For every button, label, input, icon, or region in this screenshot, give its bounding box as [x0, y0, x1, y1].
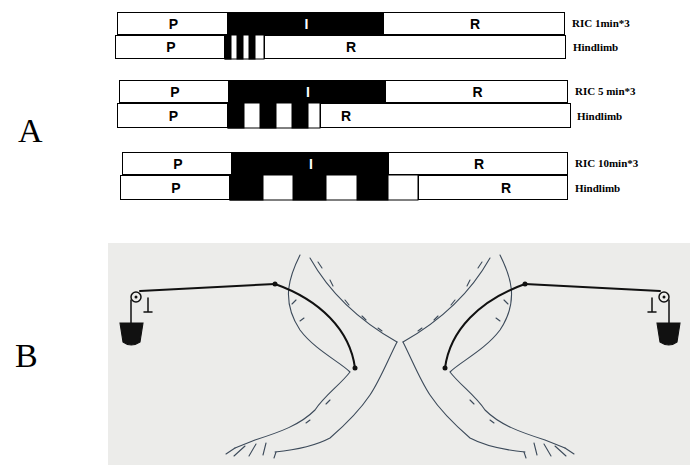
- phase-letter: I: [309, 157, 313, 171]
- phase-segment: P: [120, 175, 230, 200]
- phase-segment: R: [418, 175, 568, 200]
- phase-letter: R: [472, 85, 482, 99]
- phase-letter: R: [341, 109, 351, 123]
- phase-letter: P: [173, 157, 182, 171]
- weight: [120, 323, 143, 345]
- stripe-frame: [228, 103, 320, 128]
- phase-segment: R: [385, 80, 568, 103]
- hindlimb-sketch: [120, 255, 397, 458]
- phase-letter: I: [306, 85, 310, 99]
- occlusion-stripe: [228, 103, 244, 128]
- occlusion-stripe: [260, 103, 276, 128]
- row-label: Hindlimb: [577, 111, 622, 122]
- phase-letter: R: [474, 157, 484, 171]
- row-label: RIC 5 min*3: [575, 86, 636, 97]
- phase-segment: P: [119, 80, 229, 103]
- phase-segment: P: [117, 12, 228, 35]
- phase-segment: P: [115, 35, 225, 59]
- stripe-frame: [230, 175, 418, 200]
- hindlimb-sketch-mirror: [403, 255, 680, 458]
- row-label: Hindlimb: [575, 183, 620, 194]
- pulley-stand: [144, 298, 152, 312]
- leg-outline: [235, 255, 350, 448]
- tourniquet-string: [140, 284, 275, 291]
- occlusion-stripe: [293, 175, 326, 200]
- fur-strokes: [292, 300, 330, 423]
- body-outline: [310, 258, 397, 342]
- phase-letter: R: [346, 40, 356, 54]
- occlusion-stripe: [292, 103, 308, 128]
- phase-segment: P: [122, 152, 232, 175]
- phase-segment: R: [383, 12, 565, 35]
- toes: [226, 443, 276, 458]
- occlusion-stripe: [237, 35, 243, 59]
- panel-letter: B: [15, 339, 38, 373]
- phase-letter: P: [166, 40, 175, 54]
- weight-string: [130, 300, 132, 323]
- ischemia-segment: I: [229, 80, 385, 103]
- row-label: RIC 10min*3: [575, 158, 638, 169]
- knot: [353, 366, 358, 371]
- phase-letter: P: [171, 181, 180, 195]
- phase-letter: P: [169, 109, 178, 123]
- pulley: [131, 292, 141, 302]
- phase-letter: R: [470, 17, 480, 31]
- ischemia-segment: I: [228, 12, 383, 35]
- ischemia-segment: I: [232, 152, 388, 175]
- phase-letter: I: [305, 17, 309, 31]
- leg-outline: [275, 342, 397, 452]
- phase-segment: R: [388, 152, 568, 175]
- row-label: RIC 1min*3: [572, 18, 630, 29]
- phase-segment: P: [117, 103, 228, 128]
- phase-letter: P: [169, 17, 178, 31]
- tourniquet-loop: [275, 284, 355, 368]
- occlusion-stripe: [357, 175, 388, 200]
- occlusion-stripe: [249, 35, 255, 59]
- knot: [273, 282, 278, 287]
- sketch-ground: [108, 243, 690, 465]
- occlusion-stripe: [225, 35, 231, 59]
- occlusion-stripe: [230, 175, 263, 200]
- pulley-axle: [135, 296, 138, 299]
- phase-segment: R: [320, 103, 571, 128]
- phase-letter: R: [501, 181, 511, 195]
- phase-segment: R: [264, 35, 566, 59]
- row-label: Hindlimb: [573, 42, 618, 53]
- fur-strokes: [318, 262, 382, 331]
- phase-letter: P: [170, 85, 179, 99]
- panel-letter: A: [18, 114, 43, 148]
- stripe-frame: [225, 35, 264, 59]
